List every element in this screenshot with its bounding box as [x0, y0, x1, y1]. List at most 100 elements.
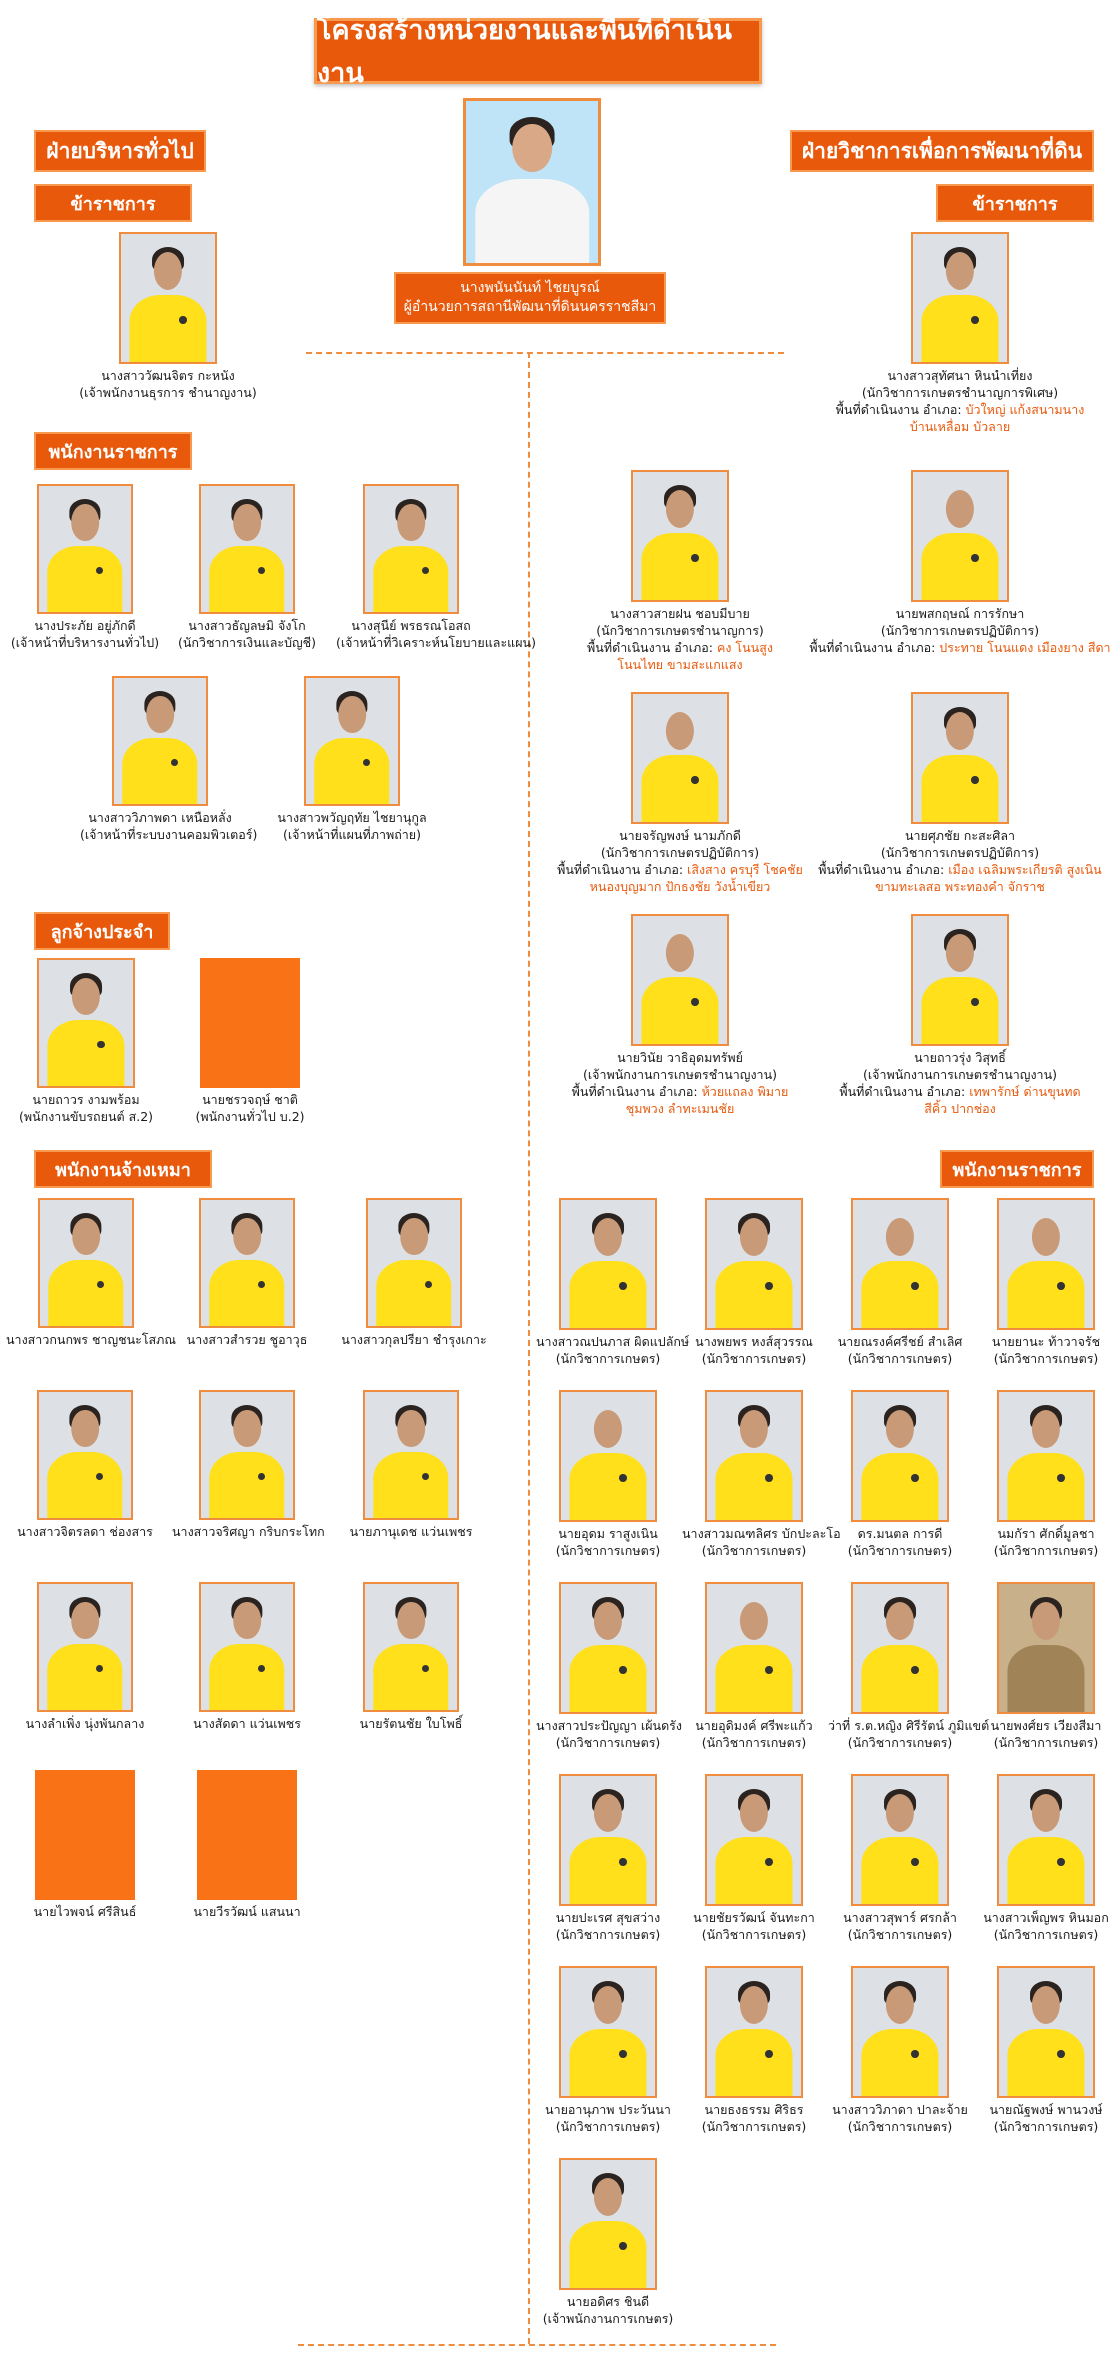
person-photo — [199, 1198, 295, 1328]
left-civil-servant-label: ข้าราชการ — [34, 184, 192, 222]
person-photo — [37, 484, 133, 614]
work-area-districts-2: ขามทะเลสอ พระทองคำ จักราช — [875, 878, 1045, 894]
person-photo — [366, 1198, 462, 1328]
person-card: นายพงศ์ยร เวียงสีมา (นักวิชาการเกษตร) — [974, 1582, 1118, 1752]
person-name: นายภานุเดช แว่นเพชร — [349, 1524, 473, 1539]
person-photo — [851, 1390, 949, 1522]
person-position: (เจ้าหน้าที่วิเคราะห์นโยบายและแผน) — [336, 634, 536, 650]
person-position: (นักวิชาการเกษตร) — [555, 1734, 661, 1750]
person-photo — [911, 470, 1009, 602]
person-name: นางสาวกุลปรียา ชำรุงเกาะ — [341, 1332, 487, 1347]
person-photo — [199, 1582, 295, 1712]
person-photo — [705, 1582, 803, 1714]
right-civil-servant-label: ข้าราชการ — [936, 184, 1094, 222]
person-photo — [997, 1390, 1095, 1522]
person-card: นางสาวสำรวย ชูอาวุธ — [172, 1198, 322, 1349]
person-name: นางประภัย อยู่ภักดี — [34, 618, 136, 633]
person-photo — [559, 1390, 657, 1522]
person-photo — [705, 1774, 803, 1906]
person-name: นายถาวรุ่ง วิสุทธิ์ — [914, 1050, 1006, 1065]
person-card: นางสาวจิตรลดา ช่องสาร — [10, 1390, 160, 1541]
person-name: นางสาวเพ็ญพร หินมอก — [983, 1910, 1109, 1925]
person-photo — [911, 692, 1009, 824]
work-area-districts: เมือง เฉลิมพระเกียรติ สูงเนิน — [948, 861, 1102, 877]
person-photo — [37, 1390, 133, 1520]
person-photo — [705, 1390, 803, 1522]
person-name: นายวินัย วาธิอุดมทรัพย์ — [617, 1050, 743, 1065]
person-position: (นักวิชาการเงินและบัญชี) — [177, 634, 317, 650]
center-connector — [528, 352, 530, 2344]
person-card: นายอานุภาพ ประวันนา (นักวิชาการเกษตร) — [536, 1966, 680, 2136]
person-photo — [559, 1198, 657, 1330]
person-name: นายถาวร งามพร้อม — [32, 1092, 140, 1107]
person-card: นายพสกฤษณ์ การรักษา (นักวิชาการเกษตรปฏิบ… — [800, 470, 1120, 657]
person-photo-placeholder — [197, 1770, 297, 1900]
person-name: นายจรัญพงษ์ นามภักดี — [619, 828, 741, 843]
person-position: (นักวิชาการเกษตร) — [847, 2118, 953, 2134]
person-photo — [851, 1198, 949, 1330]
person-photo-placeholder — [35, 1770, 135, 1900]
person-card: นางสัดดา แว่นเพชร — [172, 1582, 322, 1733]
person-position: (เจ้าพนักงานการเกษตรชำนาญงาน) — [863, 1066, 1057, 1082]
person-photo — [997, 1198, 1095, 1330]
person-name: นางสาวมณฑลิศร บักปะละโอ — [682, 1526, 841, 1541]
person-name: นายวีรวัฒน์ แสนนา — [193, 1904, 301, 1919]
person-position: (นักวิชาการเกษตรชำนาญการพิเศษ) — [861, 384, 1059, 400]
person-name: นางสาวธัญลษมิ จังโก — [188, 618, 306, 633]
person-card: นายณรงค์ศรีชย์ สำเลิศ (นักวิชาการเกษตร) — [828, 1198, 972, 1368]
person-card: นางสาวพวัญฤทัย ไชยานุกูล (เจ้าหน้าที่แผน… — [272, 676, 432, 844]
chief-photo — [463, 98, 601, 266]
work-area: พื้นที่ดำเนินงาน อำเภอ: ประทาย โนนแดง เม… — [800, 640, 1120, 657]
person-name: นางสาวสุทัศนา หินนำเที่ยง — [887, 368, 1033, 383]
work-area-districts-2: โนนไทย ขามสะแกแสง — [617, 656, 743, 672]
person-photo — [363, 1390, 459, 1520]
person-name: นายอดิศร ชินดี — [566, 2294, 650, 2309]
person-name: นายรัตนชัย ใบโพธิ์ — [359, 1716, 463, 1731]
person-card: นางพยพร หงส์สุวรรณ (นักวิชาการเกษตร) — [682, 1198, 826, 1368]
right-gov-employee-label: พนักงานราชการ — [940, 1150, 1094, 1188]
person-card: ว่าที่ ร.ต.หญิง ศิรีรัตน์ ภูมิแขต์ (นักว… — [828, 1582, 989, 1752]
person-position: (นักวิชาการเกษตร) — [701, 1542, 807, 1558]
person-position: (นักวิชาการเกษตร) — [555, 1926, 661, 1942]
chief-label: นางพนันนันท์ ไชยบูรณ์ ผู้อำนวยการสถานีพั… — [394, 272, 666, 324]
person-card: นางสาวสุพาร์ ศรกล้า (นักวิชาการเกษตร) — [828, 1774, 972, 1944]
person-card: นายธงธรรม ศิริธร (นักวิชาการเกษตร) — [682, 1966, 826, 2136]
person-position: (นักวิชาการเกษตร) — [993, 2118, 1099, 2134]
person-photo — [851, 1774, 949, 1906]
top-connector — [306, 352, 784, 354]
person-position: (นักวิชาการเกษตรปฏิบัติการ) — [600, 844, 760, 860]
person-name: นางสุนีย์ พรธรณโอสถ — [351, 618, 471, 633]
person-name: นายพงศ์ยร เวียงสีมา — [990, 1718, 1102, 1733]
person-card: นายไวพจน์ ศรีสินธ์ — [10, 1770, 160, 1921]
work-area: พื้นที่ดำเนินงาน อำเภอ: เสิงสาง ครบุรี โ… — [540, 862, 820, 879]
person-card: นายถาวร งามพร้อม (พนักงานขับรถยนต์ ส.2) — [16, 958, 156, 1126]
person-position: (เจ้าหน้าที่ระบบงานคอมพิวเตอร์) — [80, 826, 258, 842]
person-name: นายศุภชัย กะสะศิลา — [904, 828, 1016, 843]
person-position: (นักวิชาการเกษตร) — [993, 1350, 1099, 1366]
person-name: นางสาวจริศญา กริบกระโทก — [172, 1524, 325, 1539]
person-position: (นักวิชาการเกษตรปฏิบัติการ) — [880, 844, 1040, 860]
person-photo — [112, 676, 208, 806]
person-position: (นักวิชาการเกษตรปฏิบัติการ) — [880, 622, 1040, 638]
chief-name: นางพนันนันท์ ไชยบูรณ์ — [460, 280, 600, 297]
person-name: นายณรงค์ศรีชย์ สำเลิศ — [837, 1334, 963, 1349]
work-area-label: พื้นที่ดำเนินงาน อำเภอ: — [557, 861, 684, 877]
right-heading: ฝ่ายวิชาการเพื่อการพัฒนาที่ดิน — [790, 130, 1094, 172]
person-card: นายปะเรศ สุขสว่าง (นักวิชาการเกษตร) — [536, 1774, 680, 1944]
person-card: นางสาววัฒนจิตร กะหนัง (เจ้าพนักงานธุรการ… — [68, 232, 268, 402]
person-position: (เจ้าพนักงานการเกษตร) — [542, 2310, 674, 2326]
person-position: (นักวิชาการเกษตร) — [555, 2118, 661, 2134]
person-name: นางสาวพวัญฤทัย ไชยานุกูล — [277, 810, 427, 825]
person-name: นายอานุภาพ ประวันนา — [545, 2102, 671, 2117]
person-card: นางสาวกนกพร ชาญชนะโสภณ — [6, 1198, 177, 1349]
person-position: (นักวิชาการเกษตรชำนาญการ) — [596, 622, 764, 638]
person-position: (พนักงานทั่วไป บ.2) — [195, 1108, 305, 1124]
page-title: โครงสร้างหน่วยงานและพื้นที่ดำเนินงาน — [314, 15, 762, 89]
work-area-districts-2: บ้านเหลื่อม บัวลาย — [909, 418, 1011, 434]
person-name: นางสาวสุพาร์ ศรกล้า — [843, 1910, 957, 1925]
person-photo — [37, 1582, 133, 1712]
bottom-connector — [298, 2344, 776, 2346]
person-position: (นักวิชาการเกษตร) — [555, 1542, 661, 1558]
person-name: นางสาวกนกพร ชาญชนะโสภณ — [6, 1332, 177, 1347]
person-photo — [559, 1966, 657, 2098]
